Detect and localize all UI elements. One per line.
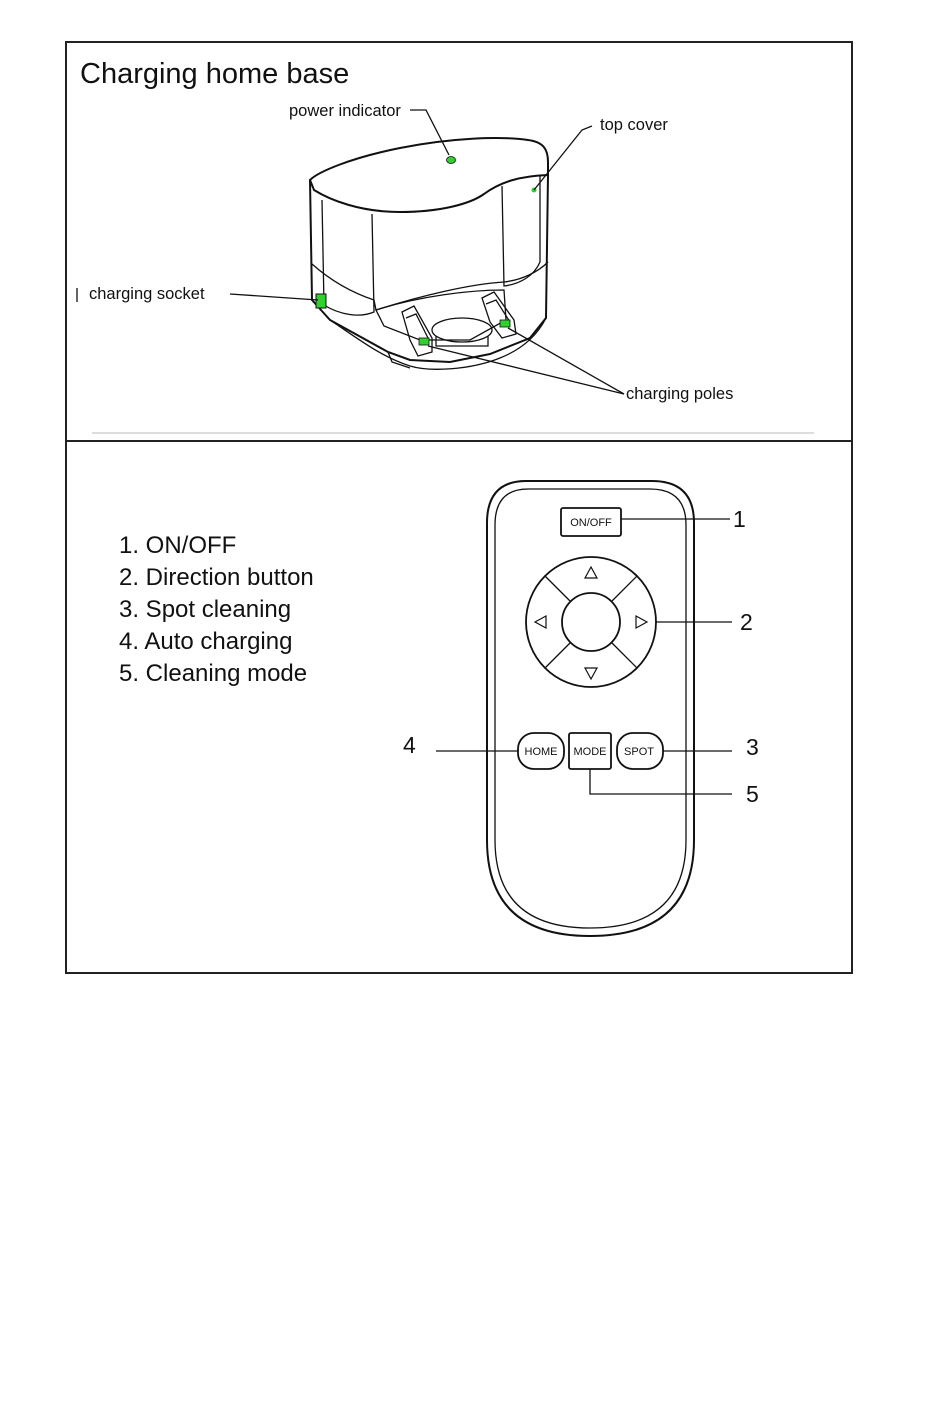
direction-pad-center[interactable] (562, 593, 620, 651)
top-panel-border (66, 42, 852, 441)
legend-item: 3. Spot cleaning (119, 596, 291, 623)
charging-socket-port (316, 294, 326, 308)
base-seat (376, 290, 506, 340)
charging-base-illustration (310, 138, 548, 369)
remote-body-inner (495, 489, 686, 928)
remote-legend: 1. ON/OFF 2. Direction button 3. Spot cl… (119, 532, 314, 687)
legend-item: 2. Direction button (119, 564, 314, 591)
base-wheel-well-inner (436, 336, 488, 346)
leader-power-indicator (410, 110, 449, 155)
callout-number-3: 3 (746, 734, 759, 760)
legend-item: 4. Auto charging (119, 628, 292, 655)
callout-number-2: 2 (740, 609, 753, 635)
leader-charging-poles-left (428, 346, 624, 394)
callout-charging-socket: charging socket (89, 285, 205, 303)
callout-charging-poles: charging poles (626, 385, 733, 403)
remote-control-illustration: ON/OFF HOME MODE SPOT (487, 481, 694, 936)
callout-power-indicator: power indicator (289, 102, 401, 120)
legend-item: 5. Cleaning mode (119, 660, 307, 687)
base-wheel-well (432, 318, 492, 342)
remote-body-outer (487, 481, 694, 936)
callout-number-5: 5 (746, 781, 759, 807)
leader-charging-poles-right (508, 328, 624, 394)
home-button-label: HOME (525, 746, 558, 758)
leader-charging-socket (230, 294, 318, 300)
base-waistline (312, 262, 548, 310)
charging-pole-left (402, 306, 432, 356)
mode-button-label: MODE (574, 746, 607, 758)
callout-top-cover: top cover (600, 116, 668, 134)
spot-button-label: SPOT (624, 746, 654, 758)
base-top-cover-rim (314, 175, 548, 212)
leader-5 (590, 769, 732, 794)
callout-number-1: 1 (733, 506, 746, 532)
power-indicator-led (447, 157, 456, 164)
direction-pad (526, 557, 656, 687)
on-off-button-label: ON/OFF (570, 517, 612, 529)
callout-number-4: 4 (403, 732, 416, 758)
base-floor-plate-edge (388, 352, 410, 368)
base-top-cover (310, 138, 548, 212)
legend-item: 1. ON/OFF (119, 532, 236, 559)
leader-top-cover (534, 126, 592, 190)
page-title: Charging home base (80, 58, 349, 90)
